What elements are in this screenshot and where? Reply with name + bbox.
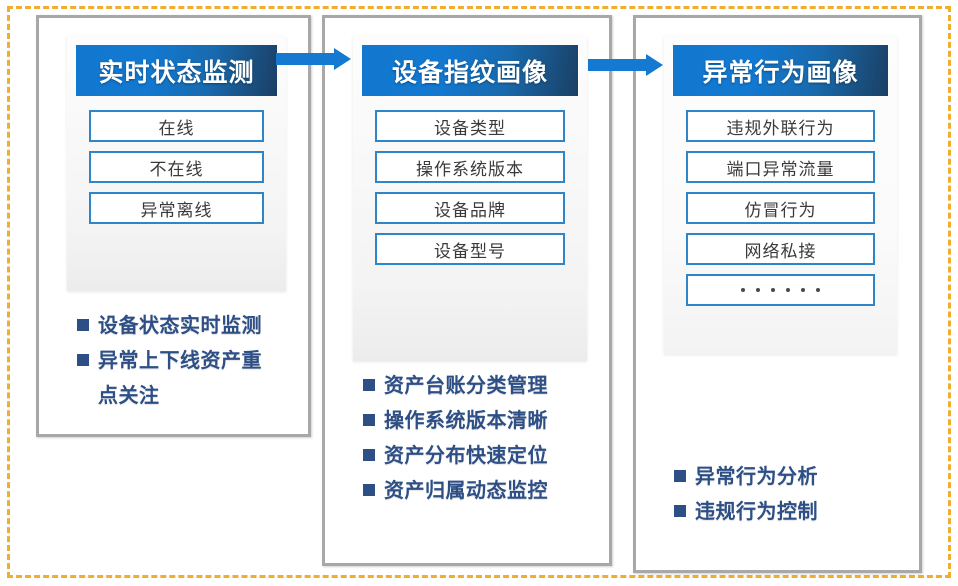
square-bullet-icon bbox=[77, 354, 89, 366]
stage-title: 设备指纹画像 bbox=[391, 58, 548, 87]
item-label: 仿冒行为 bbox=[744, 200, 817, 220]
stage-title: 实时状态监测 bbox=[98, 58, 255, 87]
bullet-item: 异常上下线资产重 bbox=[77, 345, 294, 377]
arrow-head bbox=[334, 48, 351, 70]
item-box[interactable]: 端口异常流量 bbox=[686, 151, 875, 183]
item-box[interactable]: 异常离线 bbox=[89, 192, 264, 224]
item-label: 违规外联行为 bbox=[726, 118, 835, 138]
square-bullet-icon bbox=[363, 484, 375, 496]
item-box[interactable]: 违规外联行为 bbox=[686, 110, 875, 142]
bullet-label: 操作系统版本清晰 bbox=[384, 410, 548, 432]
bullet-list-device-fingerprint: 资产台账分类管理 操作系统版本清晰 资产分布快速定位 资产归属动态监控 bbox=[363, 370, 595, 510]
stage-header-realtime-status: 实时状态监测 bbox=[76, 45, 277, 96]
item-box[interactable]: 在线 bbox=[89, 110, 264, 142]
bullet-label: 资产台账分类管理 bbox=[384, 375, 548, 397]
item-label: 网络私接 bbox=[744, 241, 817, 261]
stage-header-abnormal-behavior: 异常行为画像 bbox=[673, 45, 888, 96]
item-box[interactable]: 不在线 bbox=[89, 151, 264, 183]
flow-arrow-icon bbox=[276, 48, 352, 70]
item-box[interactable]: 设备类型 bbox=[375, 110, 565, 142]
bullet-item: 资产台账分类管理 bbox=[363, 370, 595, 402]
item-list-realtime-status: 在线 不在线 异常离线 bbox=[89, 110, 264, 224]
bullet-item: 违规行为控制 bbox=[674, 496, 905, 528]
flow-arrow-icon bbox=[588, 54, 664, 76]
bullet-label: 设备状态实时监测 bbox=[98, 315, 262, 337]
item-list-abnormal-behavior: 违规外联行为 端口异常流量 仿冒行为 网络私接 bbox=[686, 110, 875, 306]
item-box[interactable]: 操作系统版本 bbox=[375, 151, 565, 183]
item-label: 设备型号 bbox=[434, 241, 506, 261]
bullet-item: 操作系统版本清晰 bbox=[363, 405, 595, 437]
item-label: 不在线 bbox=[149, 159, 204, 179]
arrow-shaft bbox=[588, 59, 648, 71]
item-box[interactable]: 设备品牌 bbox=[375, 192, 565, 224]
bullet-list-realtime-status: 设备状态实时监测 异常上下线资产重 点关注 bbox=[77, 310, 294, 412]
item-list-device-fingerprint: 设备类型 操作系统版本 设备品牌 设备型号 bbox=[375, 110, 565, 265]
bullet-label: 违规行为控制 bbox=[695, 501, 818, 523]
stage-title: 异常行为画像 bbox=[702, 58, 859, 87]
stage-panel-device-fingerprint: 设备指纹画像 设备类型 操作系统版本 设备品牌 设备型号 资产台 bbox=[322, 15, 612, 566]
item-label: 设备品牌 bbox=[434, 200, 506, 220]
card-device-fingerprint: 设备指纹画像 设备类型 操作系统版本 设备品牌 设备型号 bbox=[353, 36, 587, 361]
square-bullet-icon bbox=[77, 319, 89, 331]
bullet-list-abnormal-behavior: 异常行为分析 违规行为控制 bbox=[674, 461, 905, 531]
bullet-label: 异常行为分析 bbox=[695, 466, 818, 488]
item-label: 异常离线 bbox=[140, 200, 213, 220]
bullet-item: 异常行为分析 bbox=[674, 461, 905, 493]
card-abnormal-behavior: 异常行为画像 违规外联行为 端口异常流量 仿冒行为 网络私接 bbox=[664, 36, 897, 354]
card-realtime-status: 实时状态监测 在线 不在线 异常离线 bbox=[67, 36, 286, 291]
square-bullet-icon bbox=[363, 414, 375, 426]
square-bullet-icon bbox=[674, 470, 686, 482]
item-box[interactable]: 网络私接 bbox=[686, 233, 875, 265]
bullet-item: 资产分布快速定位 bbox=[363, 440, 595, 472]
item-label: 端口异常流量 bbox=[726, 159, 835, 179]
square-bullet-icon bbox=[674, 505, 686, 517]
stage-panel-abnormal-behavior: 异常行为画像 违规外联行为 端口异常流量 仿冒行为 网络私接 bbox=[633, 15, 922, 573]
item-box[interactable]: 设备型号 bbox=[375, 233, 565, 265]
bullet-label: 异常上下线资产重 bbox=[98, 350, 262, 372]
ellipsis-dots-icon bbox=[741, 288, 820, 292]
item-label: 操作系统版本 bbox=[416, 159, 524, 179]
bullet-item: 设备状态实时监测 bbox=[77, 310, 294, 342]
item-label: 在线 bbox=[158, 118, 195, 138]
arrow-shaft bbox=[276, 53, 336, 65]
stage-header-device-fingerprint: 设备指纹画像 bbox=[362, 45, 578, 96]
item-box[interactable]: 仿冒行为 bbox=[686, 192, 875, 224]
square-bullet-icon bbox=[363, 449, 375, 461]
bullet-item: 资产归属动态监控 bbox=[363, 475, 595, 507]
item-box-ellipsis[interactable] bbox=[686, 274, 875, 306]
arrow-head bbox=[646, 54, 663, 76]
bullet-label-continuation: 点关注 bbox=[98, 385, 160, 407]
stage-panel-realtime-status: 实时状态监测 在线 不在线 异常离线 设备状态实时监测 异 bbox=[36, 15, 311, 437]
bullet-label: 资产归属动态监控 bbox=[384, 480, 548, 502]
item-label: 设备类型 bbox=[434, 118, 506, 138]
bullet-label: 资产分布快速定位 bbox=[384, 445, 548, 467]
square-bullet-icon bbox=[363, 379, 375, 391]
